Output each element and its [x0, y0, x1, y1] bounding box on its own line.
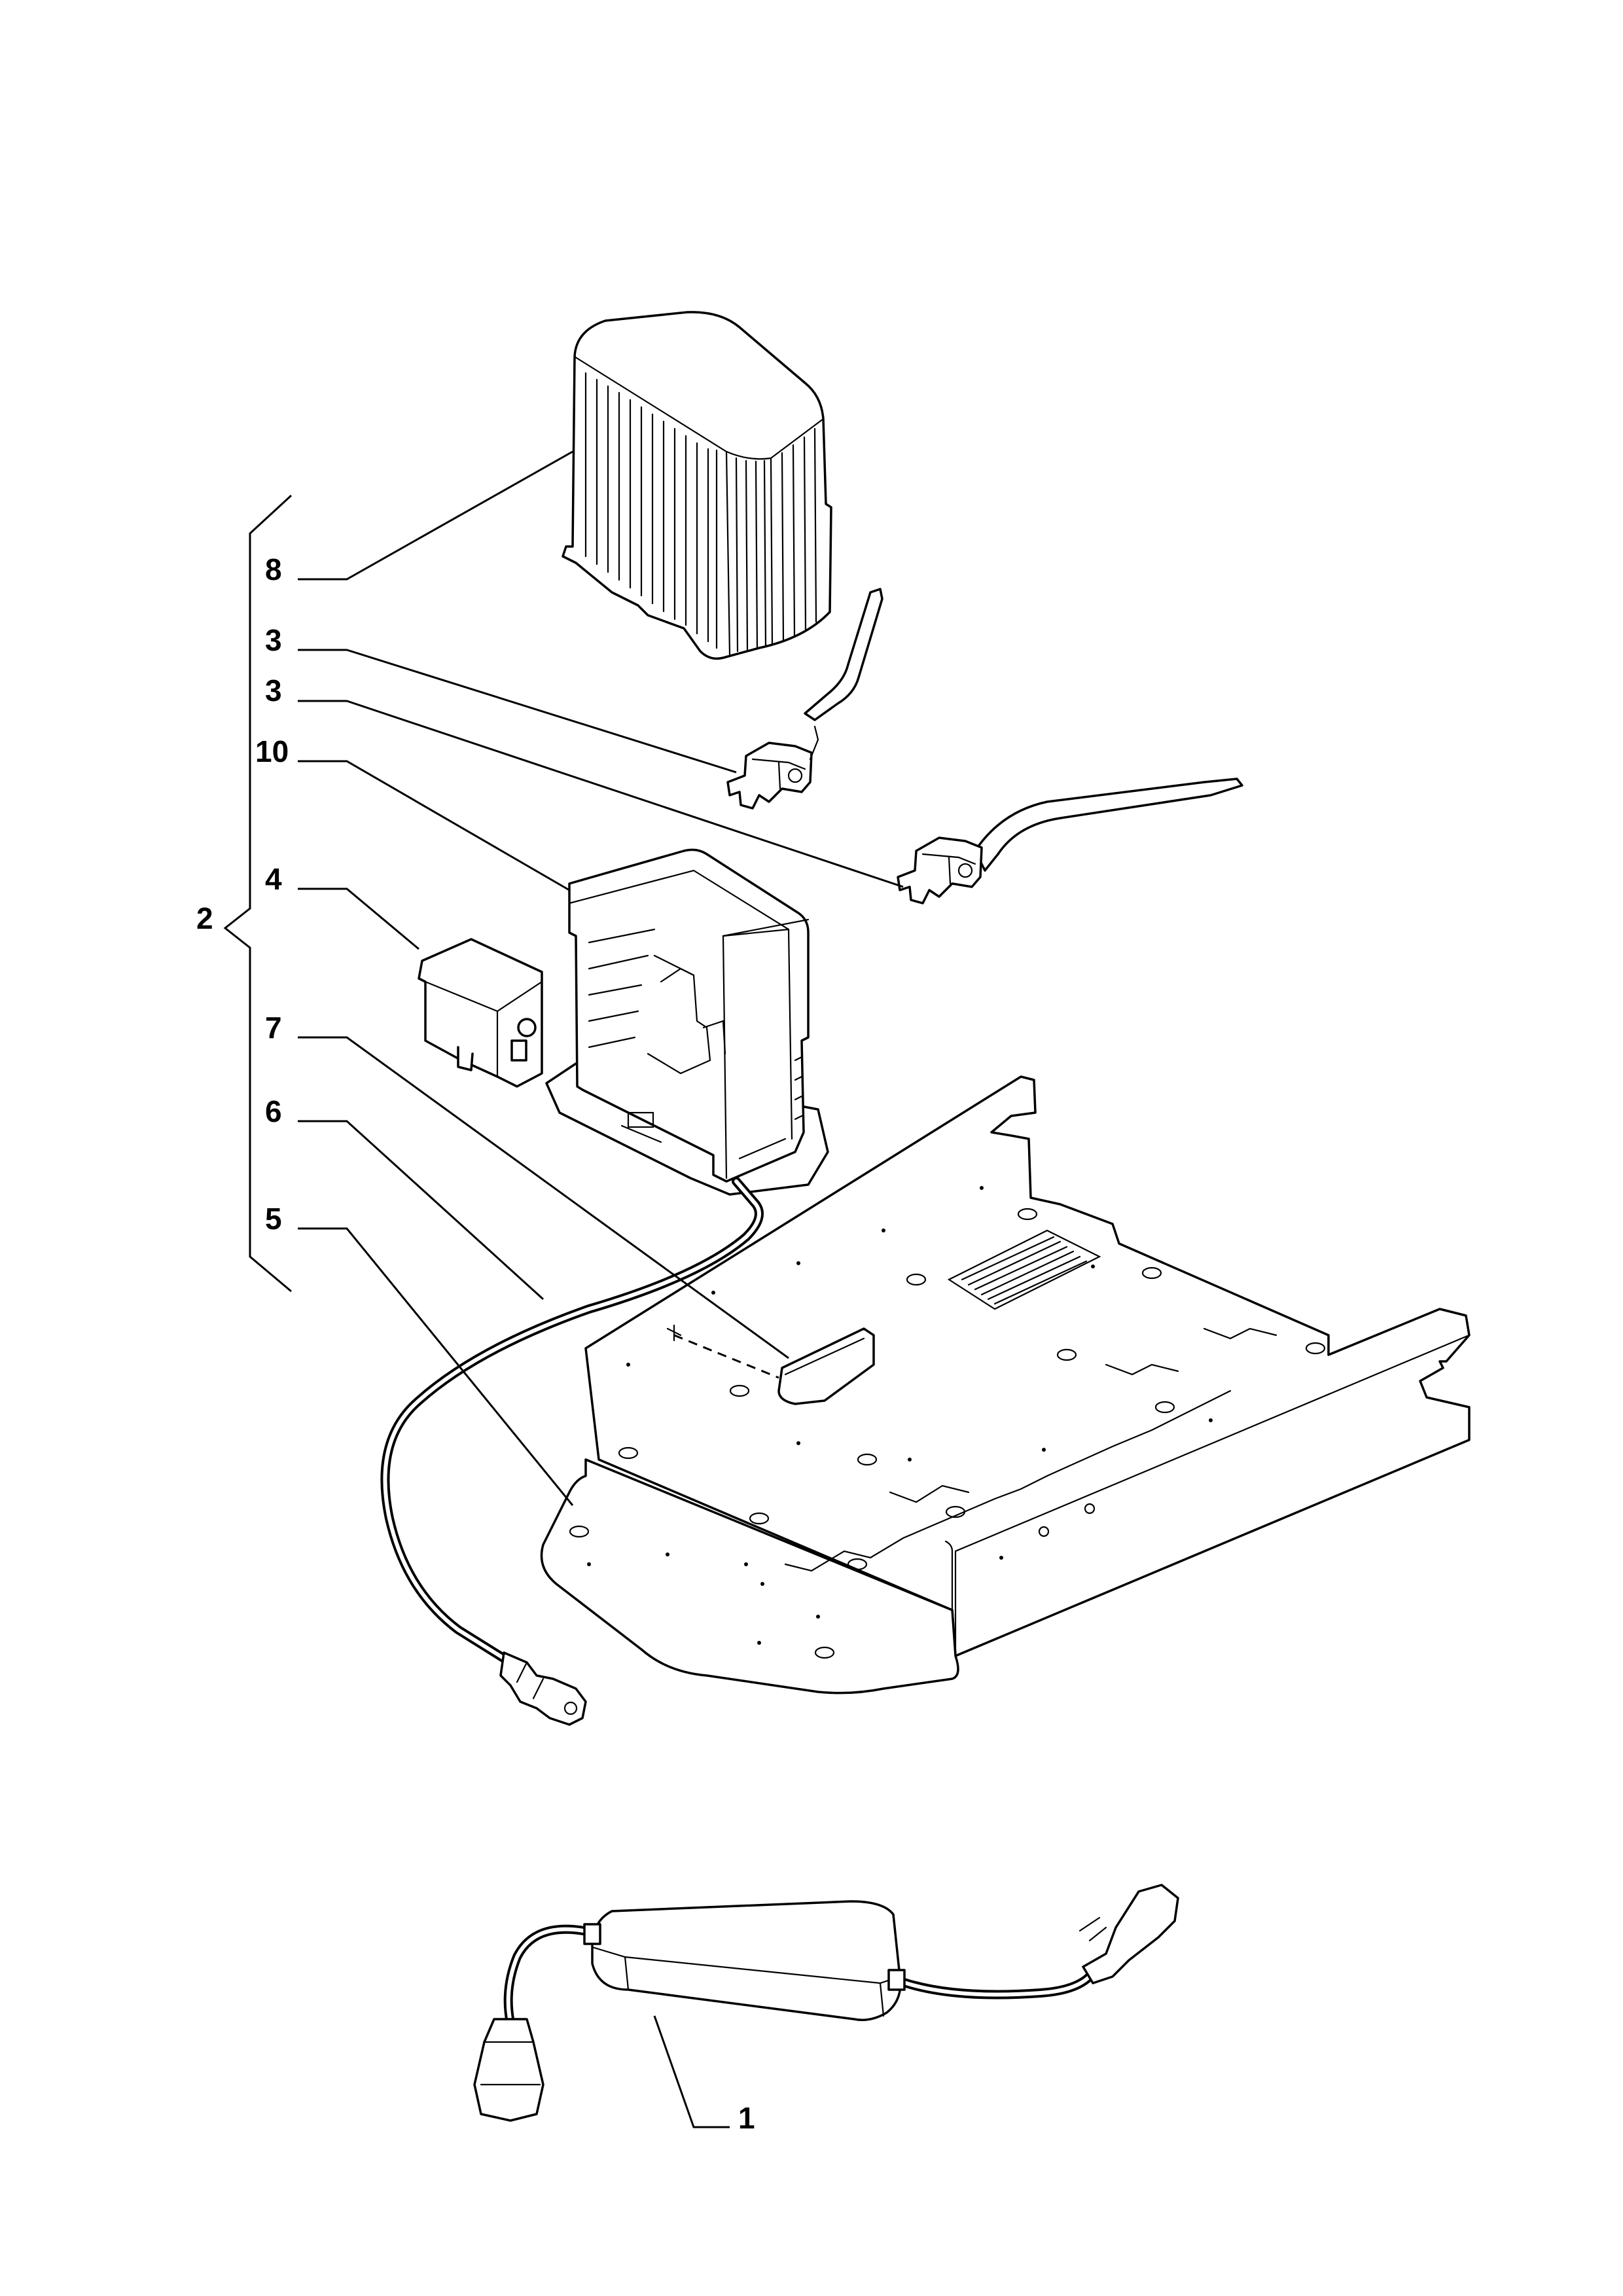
callout-5: 5	[265, 1202, 282, 1236]
callout-3-lower: 3	[265, 673, 282, 708]
callout-8: 8	[265, 552, 282, 586]
callout-10: 10	[255, 734, 289, 768]
leader-lines	[298, 450, 904, 2128]
part-10-housing	[545, 848, 829, 1196]
callout-4: 4	[265, 862, 282, 896]
callout-7: 7	[265, 1011, 282, 1045]
part-3-contact-upper	[726, 588, 883, 810]
part-4-module	[418, 938, 543, 1088]
part-1-power-supply	[473, 1884, 1179, 2122]
part-5-base-plate	[540, 1075, 1471, 1695]
callout-3-upper: 3	[265, 623, 282, 657]
callout-6: 6	[265, 1094, 282, 1128]
part-3-contact-lower	[897, 778, 1243, 905]
group-bracket	[223, 494, 293, 1293]
callout-1: 1	[738, 2101, 755, 2135]
part-8-cover	[562, 311, 832, 660]
part-7-plug-cover	[666, 1324, 875, 1405]
part-6-cable	[380, 1177, 764, 1726]
callout-2: 2	[196, 901, 213, 935]
